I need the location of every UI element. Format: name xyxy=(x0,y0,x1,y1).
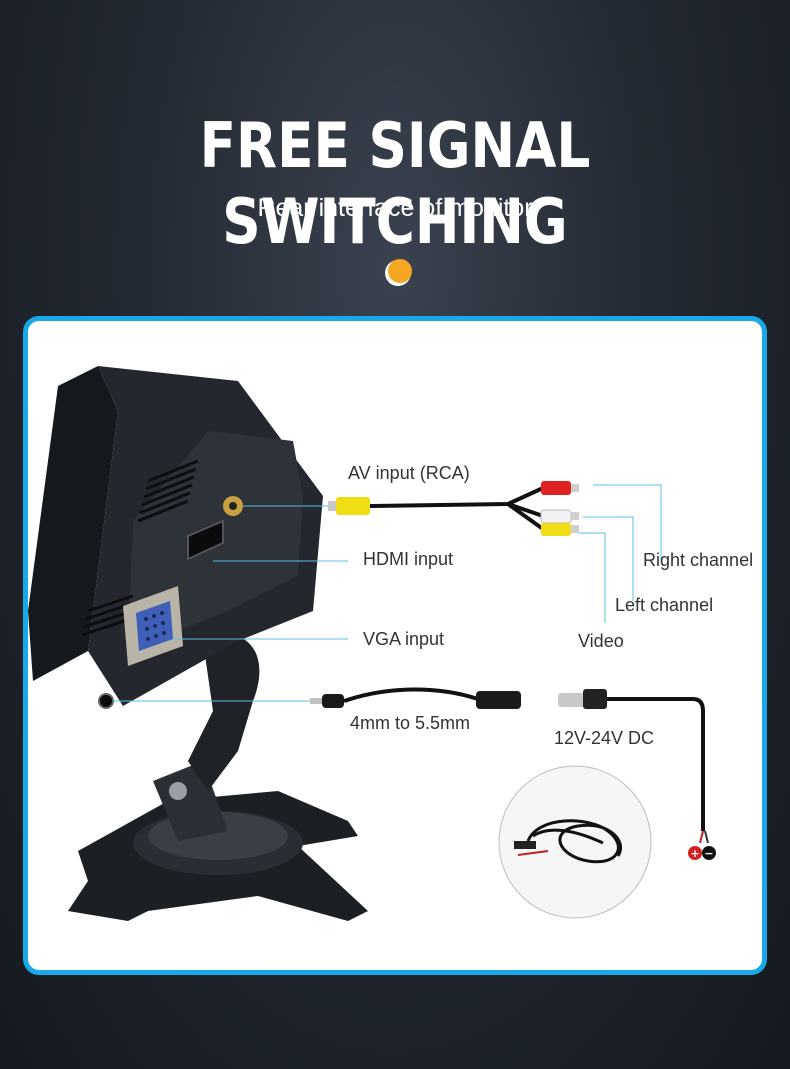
label-power: 12V-24V DC xyxy=(554,728,655,748)
decorative-dot-icon xyxy=(385,259,412,286)
leader-lines xyxy=(113,484,662,702)
label-video: Video xyxy=(578,631,624,651)
positive-terminal: + xyxy=(690,847,699,860)
page-title: FREE SIGNAL SWITCHING xyxy=(199,109,591,258)
monitor-rear-illustration xyxy=(28,366,368,921)
power-cable-illustration: + − xyxy=(558,689,716,860)
coiled-cable-photo xyxy=(498,765,652,919)
adapter-cable-illustration xyxy=(310,687,521,709)
negative-terminal: − xyxy=(704,847,713,860)
label-right-channel: Right channel xyxy=(643,550,754,570)
label-vga-input: VGA input xyxy=(363,629,445,649)
rca-cable-illustration xyxy=(328,481,579,536)
page-subtitle: Rear interface of monitor xyxy=(257,194,533,222)
diagram-artwork: + − xyxy=(28,366,716,921)
interface-diagram-panel: + − AV input (RCA) HDMI input VGA input … xyxy=(23,316,767,975)
label-adapter: 4mm to 5.5mm xyxy=(350,713,471,733)
label-av-input: AV input (RCA) xyxy=(348,463,470,483)
label-left-channel: Left channel xyxy=(615,595,714,615)
label-hdmi-input: HDMI input xyxy=(363,549,454,569)
